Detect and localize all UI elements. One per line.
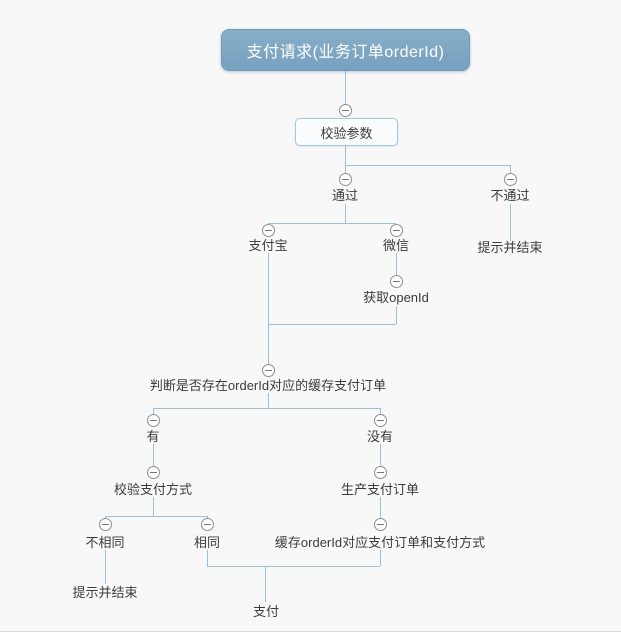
connector-line [380,497,381,518]
collapse-minus-circle-icon[interactable] [373,413,387,427]
node-has-not[interactable]: 没有 [366,428,394,444]
collapse-minus-circle-icon[interactable] [373,465,387,479]
collapse-minus-circle-icon[interactable] [261,363,275,377]
node-validate-params[interactable]: 校验参数 [295,118,398,146]
connector-line [345,204,346,223]
connector-line [265,566,266,602]
node-wechat[interactable]: 微信 [382,237,410,253]
connector-line [153,408,380,409]
connector-line [345,71,346,104]
node-diff-prompt-end[interactable]: 提示并结束 [72,584,138,600]
node-has[interactable]: 有 [146,428,160,444]
connector-line [345,165,510,166]
node-get-openid[interactable]: 获取openId [363,289,429,305]
collapse-minus-circle-icon[interactable] [98,517,112,531]
collapse-minus-circle-icon[interactable] [146,413,160,427]
connector-line [396,306,397,324]
node-pay[interactable]: 支付 [252,603,280,619]
collapse-minus-circle-icon[interactable] [389,223,403,237]
connector-line [105,516,207,517]
node-fail-prompt-end[interactable]: 提示并结束 [477,239,543,255]
node-same[interactable]: 相同 [193,534,221,550]
node-alipay[interactable]: 支付宝 [248,237,288,253]
connector-line [268,324,396,325]
connector-line [268,253,269,364]
collapse-minus-circle-icon[interactable] [503,172,517,186]
collapse-minus-circle-icon[interactable] [200,517,214,531]
connector-line [380,550,381,566]
collapse-minus-circle-icon[interactable] [146,465,160,479]
connector-line [268,223,396,224]
connector-line [207,566,380,567]
node-create-pay-order[interactable]: 生产支付订单 [340,481,420,497]
connector-line [207,550,208,566]
connector-line [105,550,106,584]
connector-line [345,165,346,173]
connector-line [380,408,381,414]
node-cache-order[interactable]: 缓存orderId对应支付订单和支付方式 [274,534,486,550]
node-payment-request[interactable]: 支付请求(业务订单orderId) [221,29,470,71]
connector-line [510,204,511,241]
connector-line [153,497,154,516]
node-check-cached-order[interactable]: 判断是否存在orderId对应的缓存支付订单 [149,377,387,393]
node-fail[interactable]: 不通过 [490,187,530,203]
connector-line [510,165,511,173]
connector-line [153,408,154,414]
connector-line [268,393,269,408]
node-different[interactable]: 不相同 [85,534,125,550]
node-pass[interactable]: 通过 [331,187,359,203]
collapse-minus-circle-icon[interactable] [338,172,352,186]
connector-line [345,146,346,165]
collapse-minus-circle-icon[interactable] [373,517,387,531]
connector-line [153,444,154,466]
collapse-minus-circle-icon[interactable] [389,274,403,288]
collapse-minus-circle-icon[interactable] [338,103,352,117]
connector-line [380,444,381,466]
collapse-minus-circle-icon[interactable] [261,223,275,237]
connector-line [396,253,397,275]
node-verify-pay-method[interactable]: 校验支付方式 [113,481,193,497]
